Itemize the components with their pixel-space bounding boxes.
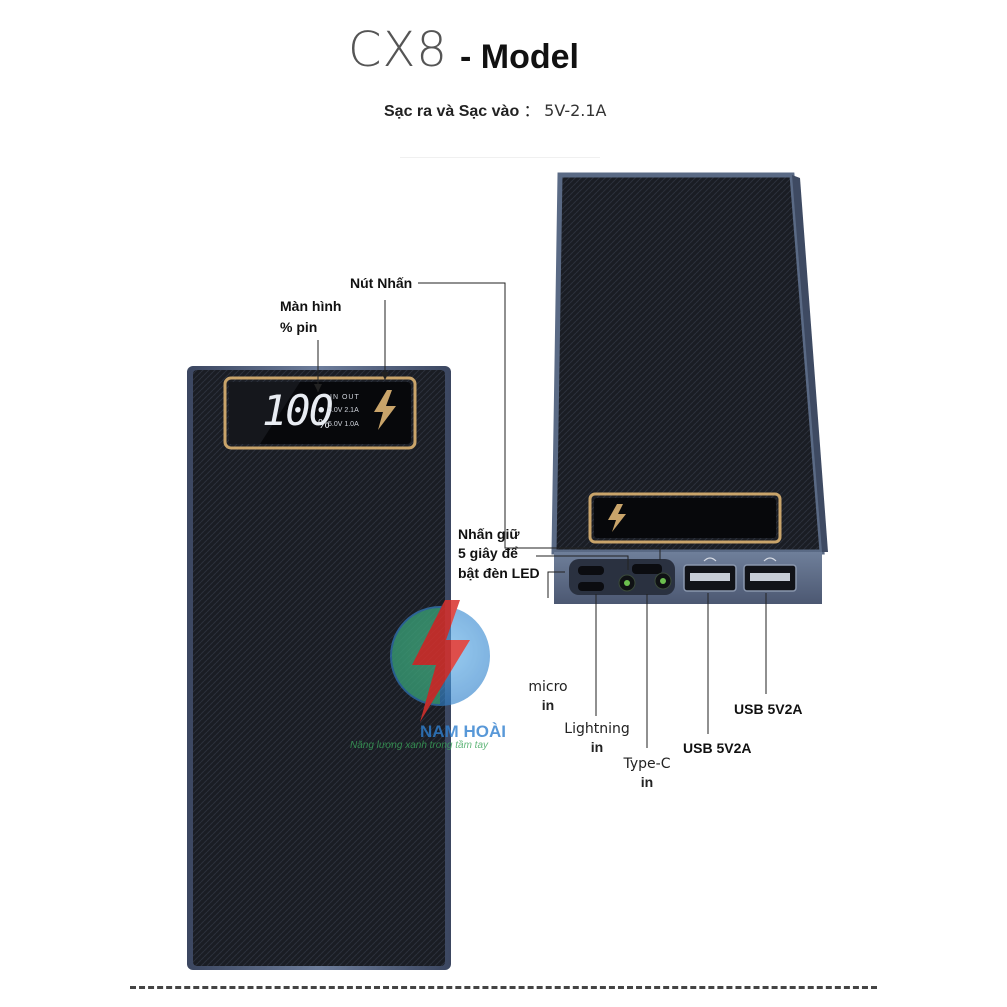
label-screen-1: Màn hình: [280, 298, 342, 314]
display-in-spec: 5.0V 2.1A: [328, 407, 359, 414]
model-name: CX8: [348, 22, 448, 78]
spec-value: 5V-2.1A: [544, 101, 607, 120]
label-hold-2: 5 giây để: [458, 545, 518, 561]
label-usb-1: USB 5V2A: [683, 740, 752, 756]
label-usb-2: USB 5V2A: [734, 701, 803, 717]
charge-spec: Sạc ra và Sạc vào ： 5V-2.1A: [384, 97, 607, 121]
label-screen-2: % pin: [280, 319, 318, 335]
watermark-tagline: Năng lượng xanh trong tầm tay: [350, 740, 489, 751]
display-percent-sign: %: [318, 416, 330, 431]
display-in-out: IN OUT: [330, 394, 360, 401]
label-hold-1: Nhấn giữ: [458, 526, 520, 542]
angled-powerbank: [551, 172, 828, 604]
header-divider: [400, 157, 600, 158]
label-button: Nút Nhấn: [350, 275, 413, 291]
lightning-bolt-icon: [372, 390, 398, 430]
model-suffix: - Model: [460, 38, 579, 76]
callout-lines: [317, 282, 767, 748]
watermark-brand: NAM HOÀI: [420, 722, 506, 741]
label-hold-3: bật đèn LED: [458, 565, 540, 581]
watermark-logo: [390, 600, 490, 722]
bottom-dashed-divider: [130, 986, 877, 989]
display-out-spec: 5.0V 1.0A: [328, 421, 359, 428]
front-powerbank: [187, 366, 451, 970]
spec-label: Sạc ra và Sạc vào: [384, 103, 520, 120]
display-percent: 100: [262, 386, 334, 435]
spec-separator: ：: [523, 103, 540, 120]
